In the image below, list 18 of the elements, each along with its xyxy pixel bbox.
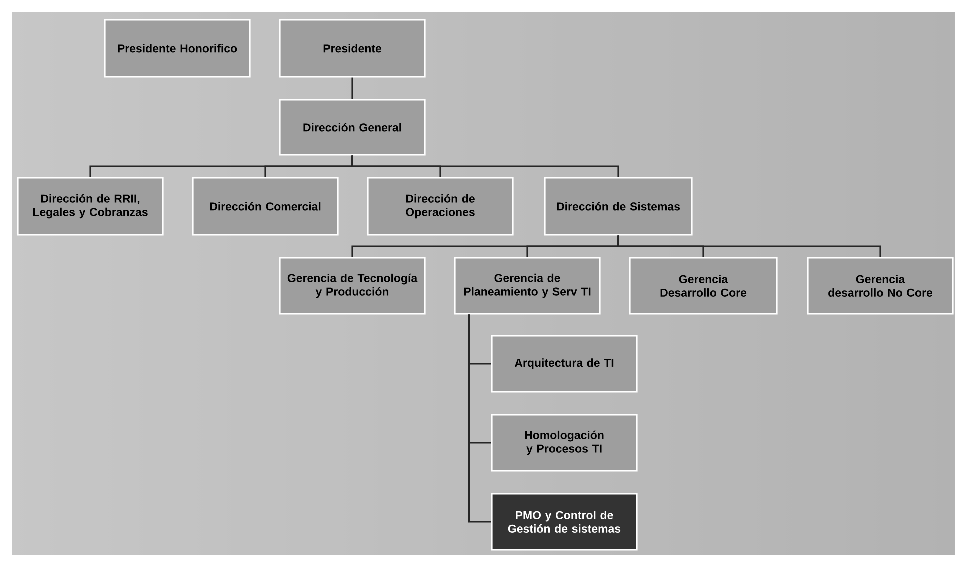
org-box: Dirección de Operaciones (367, 177, 514, 236)
org-box: Dirección Comercial (192, 177, 339, 236)
org-box: Gerencia de Tecnología y Producción (279, 257, 426, 315)
connector-line (352, 78, 354, 100)
org-box: Dirección de RRII, Legales y Cobranzas (17, 177, 164, 236)
org-box: Gerencia de Planeamiento y Serv TI (454, 257, 601, 315)
connector-line (468, 314, 492, 523)
org-box: Arquitectura de TI (491, 335, 638, 393)
org-box: Presidente (279, 19, 426, 78)
org-box: Homologación y Procesos TI (491, 414, 638, 472)
connector-line (618, 236, 882, 258)
org-box: Dirección de Sistemas (544, 177, 693, 236)
org-box: PMO y Control de Gestión de sistemas (491, 493, 638, 551)
org-box: Gerencia desarrollo No Core (807, 257, 954, 315)
connector-line (352, 156, 620, 178)
org-box: Gerencia Desarrollo Core (629, 257, 778, 315)
org-box: Dirección General (279, 99, 426, 156)
org-box: Presidente Honorifico (104, 19, 251, 78)
